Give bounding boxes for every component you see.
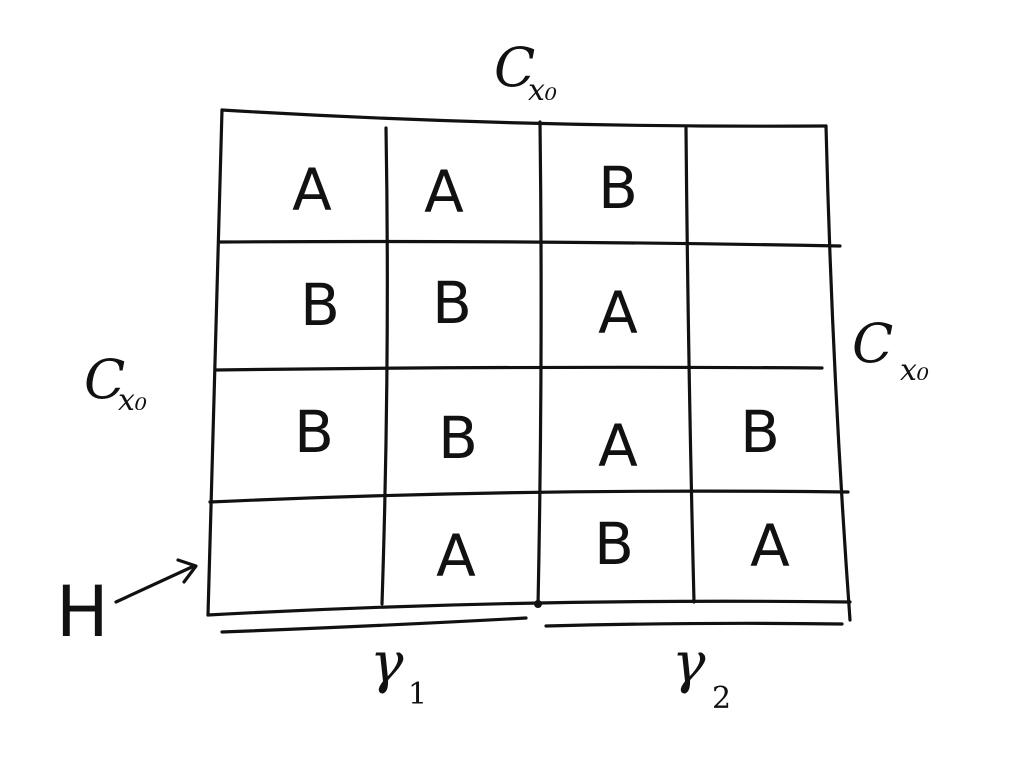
grid-bottom-border (206, 599, 852, 617)
grid-col-line-2 (536, 120, 543, 608)
cell-r2-c2: B (432, 269, 472, 337)
label-h: H (56, 571, 109, 653)
cell-r4-c2: A (436, 522, 476, 590)
grid-col-line-3 (684, 126, 696, 604)
label-gamma1: γ 1 (370, 631, 427, 712)
gamma2-underline (544, 621, 844, 628)
label-gamma1-main: γ (370, 631, 404, 696)
pointer-group: H (56, 558, 198, 653)
label-gamma2-sub: 2 (712, 681, 731, 716)
cell-r1-c1: A (292, 156, 332, 224)
cell-r3-c1: B (294, 398, 334, 466)
cell-r3-c2: B (438, 404, 478, 472)
cell-r4-c3: B (594, 510, 634, 578)
label-top: C x₀ (494, 36, 557, 108)
grid-col-line-1 (380, 126, 389, 606)
cell-r4-c4: A (750, 512, 790, 580)
label-gamma2-main: γ (672, 631, 706, 696)
label-right-main: C (852, 312, 893, 375)
cell-r2-c3: A (598, 279, 638, 347)
grid-row-line-2 (214, 365, 824, 372)
cell-r1-c3: B (598, 154, 638, 222)
label-right: C x₀ (852, 312, 929, 388)
label-gamma1-sub: 1 (408, 677, 427, 712)
cell-r3-c4: B (740, 398, 780, 466)
label-gamma2: γ 2 (672, 631, 731, 716)
label-left-sub: x₀ (118, 383, 147, 418)
label-left-main: C (84, 348, 125, 411)
cell-r3-c3: A (598, 412, 638, 480)
arrow-right-up-icon (114, 558, 198, 604)
gamma1-underline (220, 616, 528, 634)
grid-left-border (206, 108, 224, 617)
grid-top-border (220, 108, 828, 128)
label-top-main: C (494, 36, 535, 99)
label-left: C x₀ (84, 348, 147, 418)
label-top-sub: x₀ (528, 73, 557, 108)
grid-row-line-1 (218, 239, 842, 248)
cell-r1-c2: A (424, 158, 464, 226)
junction-dot (534, 600, 542, 608)
grid-right-border (824, 124, 852, 622)
label-right-sub: x₀ (900, 353, 929, 388)
grid-row-line-3 (208, 489, 850, 504)
cell-r2-c1: B (300, 271, 340, 339)
grid-cells: A A B B B A B B A B A B A (292, 154, 790, 590)
